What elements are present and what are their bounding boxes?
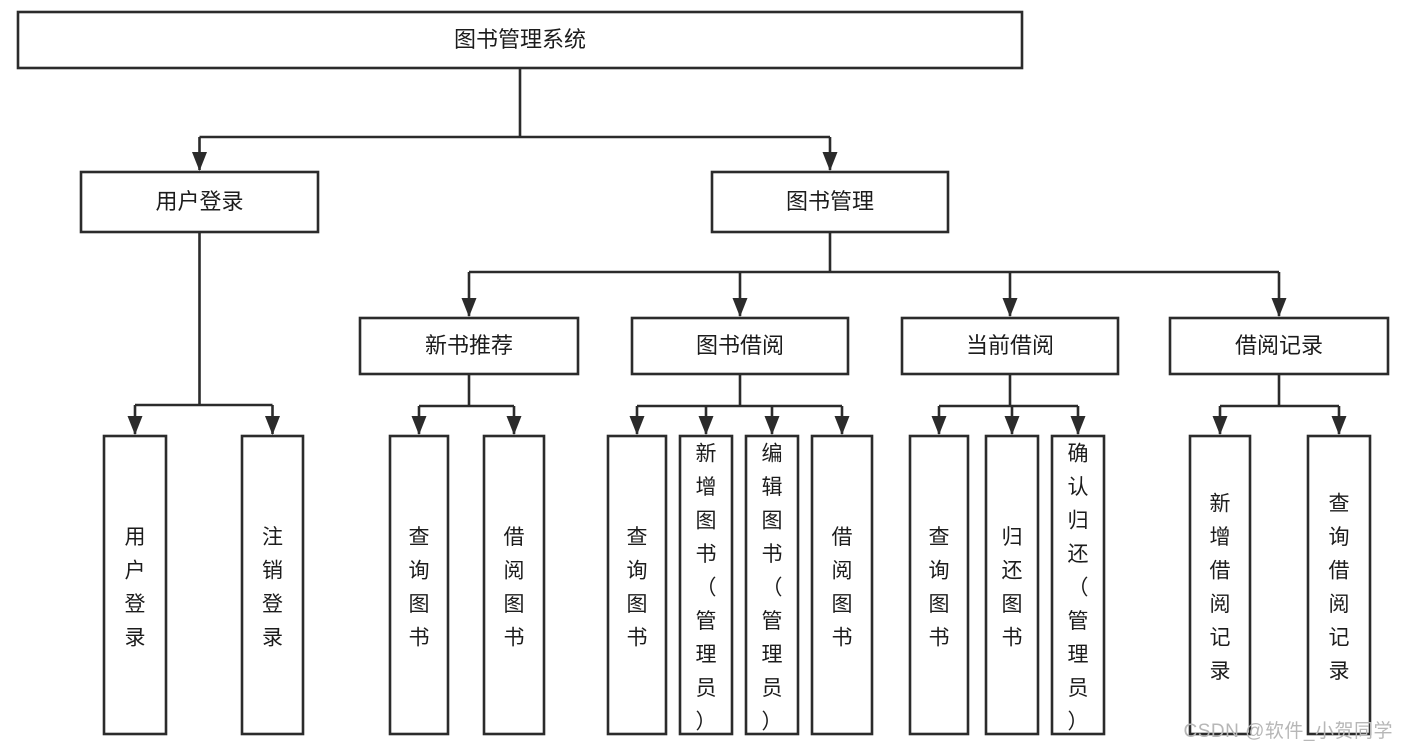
node-leaf-8-rect[interactable] xyxy=(810,434,874,736)
node-level2-2[interactable]: 图书管理 xyxy=(710,170,950,234)
node-level3-4-rect[interactable] xyxy=(1168,316,1390,376)
node-level3-3-label: 当前借阅 xyxy=(966,333,1054,358)
arrow-head-icon xyxy=(1002,298,1018,317)
node-leaf-3-rect[interactable] xyxy=(388,434,450,736)
node-leaf-8-label: 借阅图书 xyxy=(832,526,853,650)
arrow-head-icon xyxy=(1212,416,1228,435)
arrow-head-icon xyxy=(629,416,645,435)
arrow-head-icon xyxy=(931,416,947,435)
node-level3-3[interactable]: 当前借阅 xyxy=(900,316,1120,376)
node-level3-1-label: 新书推荐 xyxy=(425,333,513,358)
node-leaf-6-label: 新增图书（管理员） xyxy=(696,442,717,733)
arrow-head-icon xyxy=(1004,416,1020,435)
node-leaf-7[interactable]: 编辑图书（管理员） xyxy=(744,434,800,736)
node-leaf-11-rect[interactable] xyxy=(1050,434,1106,736)
node-root-rect[interactable] xyxy=(16,10,1024,70)
node-leaf-3-label: 查询图书 xyxy=(409,526,430,650)
arrow-head-icon xyxy=(192,152,207,171)
arrow-head-icon xyxy=(265,416,280,435)
node-leaf-9-rect[interactable] xyxy=(908,434,970,736)
node-leaf-12-rect[interactable] xyxy=(1188,434,1252,736)
node-leaf-2-label: 注销登录 xyxy=(262,526,283,650)
node-leaf-10-rect[interactable] xyxy=(984,434,1040,736)
node-leaf-9-label: 查询图书 xyxy=(929,526,950,650)
node-leaf-4-rect[interactable] xyxy=(482,434,546,736)
nodes-layer: 图书管理系统用户登录图书管理新书推荐图书借阅当前借阅借阅记录用户登录注销登录查询… xyxy=(16,10,1390,736)
node-leaf-13-rect[interactable] xyxy=(1306,434,1372,736)
node-leaf-9[interactable]: 查询图书 xyxy=(908,434,970,736)
node-leaf-7-label: 编辑图书（管理员） xyxy=(762,442,783,733)
arrow-head-icon xyxy=(764,416,780,435)
arrow-head-icon xyxy=(1271,298,1287,317)
arrow-head-icon xyxy=(834,416,850,435)
watermark-label: CSDN @软件_小贺同学 xyxy=(1183,721,1393,742)
node-level2-1-rect[interactable] xyxy=(79,170,320,234)
node-level3-2[interactable]: 图书借阅 xyxy=(630,316,850,376)
node-root-label: 图书管理系统 xyxy=(454,27,586,52)
node-leaf-1-rect[interactable] xyxy=(102,434,168,736)
node-leaf-5[interactable]: 查询图书 xyxy=(606,434,668,736)
node-leaf-11-label: 确认归还（管理员） xyxy=(1068,442,1089,733)
node-leaf-13-label: 查询借阅记录 xyxy=(1329,493,1350,684)
node-leaf-4-label: 借阅图书 xyxy=(504,526,525,650)
node-leaf-1[interactable]: 用户登录 xyxy=(102,434,168,736)
node-leaf-12-label: 新增借阅记录 xyxy=(1210,493,1231,684)
node-level2-1-label: 用户登录 xyxy=(155,189,243,214)
node-leaf-11[interactable]: 确认归还（管理员） xyxy=(1050,434,1106,736)
arrow-head-icon xyxy=(127,416,143,435)
node-level3-1[interactable]: 新书推荐 xyxy=(358,316,580,376)
node-level3-1-rect[interactable] xyxy=(358,316,580,376)
node-leaf-4[interactable]: 借阅图书 xyxy=(482,434,546,736)
node-level3-4-label: 借阅记录 xyxy=(1235,333,1323,358)
arrow-head-icon xyxy=(698,416,714,435)
arrow-head-icon xyxy=(506,416,522,435)
node-level2-1[interactable]: 用户登录 xyxy=(79,170,320,234)
arrow-head-icon xyxy=(1331,416,1347,435)
node-level3-4[interactable]: 借阅记录 xyxy=(1168,316,1390,376)
node-leaf-10-label: 归还图书 xyxy=(1002,526,1023,650)
node-leaf-5-label: 查询图书 xyxy=(627,526,648,650)
node-level3-2-label: 图书借阅 xyxy=(696,333,784,358)
node-leaf-12[interactable]: 新增借阅记录 xyxy=(1188,434,1252,736)
arrow-head-icon xyxy=(411,416,427,435)
node-leaf-8[interactable]: 借阅图书 xyxy=(810,434,874,736)
node-leaf-6-rect[interactable] xyxy=(678,434,734,736)
node-root[interactable]: 图书管理系统 xyxy=(16,10,1024,70)
node-level3-3-rect[interactable] xyxy=(900,316,1120,376)
node-level3-2-rect[interactable] xyxy=(630,316,850,376)
arrow-head-icon xyxy=(732,298,748,317)
arrow-head-icon xyxy=(461,298,477,317)
arrow-head-icon xyxy=(1070,416,1086,435)
node-leaf-2-rect[interactable] xyxy=(240,434,305,736)
node-leaf-3[interactable]: 查询图书 xyxy=(388,434,450,736)
node-leaf-1-label: 用户登录 xyxy=(125,526,146,650)
arrow-head-icon xyxy=(822,152,838,171)
node-leaf-2[interactable]: 注销登录 xyxy=(240,434,305,736)
connectors-layer xyxy=(127,68,1347,435)
node-leaf-6[interactable]: 新增图书（管理员） xyxy=(678,434,734,736)
node-leaf-5-rect[interactable] xyxy=(606,434,668,736)
node-level2-2-label: 图书管理 xyxy=(786,189,874,214)
node-level2-2-rect[interactable] xyxy=(710,170,950,234)
node-leaf-7-rect[interactable] xyxy=(744,434,800,736)
node-leaf-10[interactable]: 归还图书 xyxy=(984,434,1040,736)
node-leaf-13[interactable]: 查询借阅记录 xyxy=(1306,434,1372,736)
